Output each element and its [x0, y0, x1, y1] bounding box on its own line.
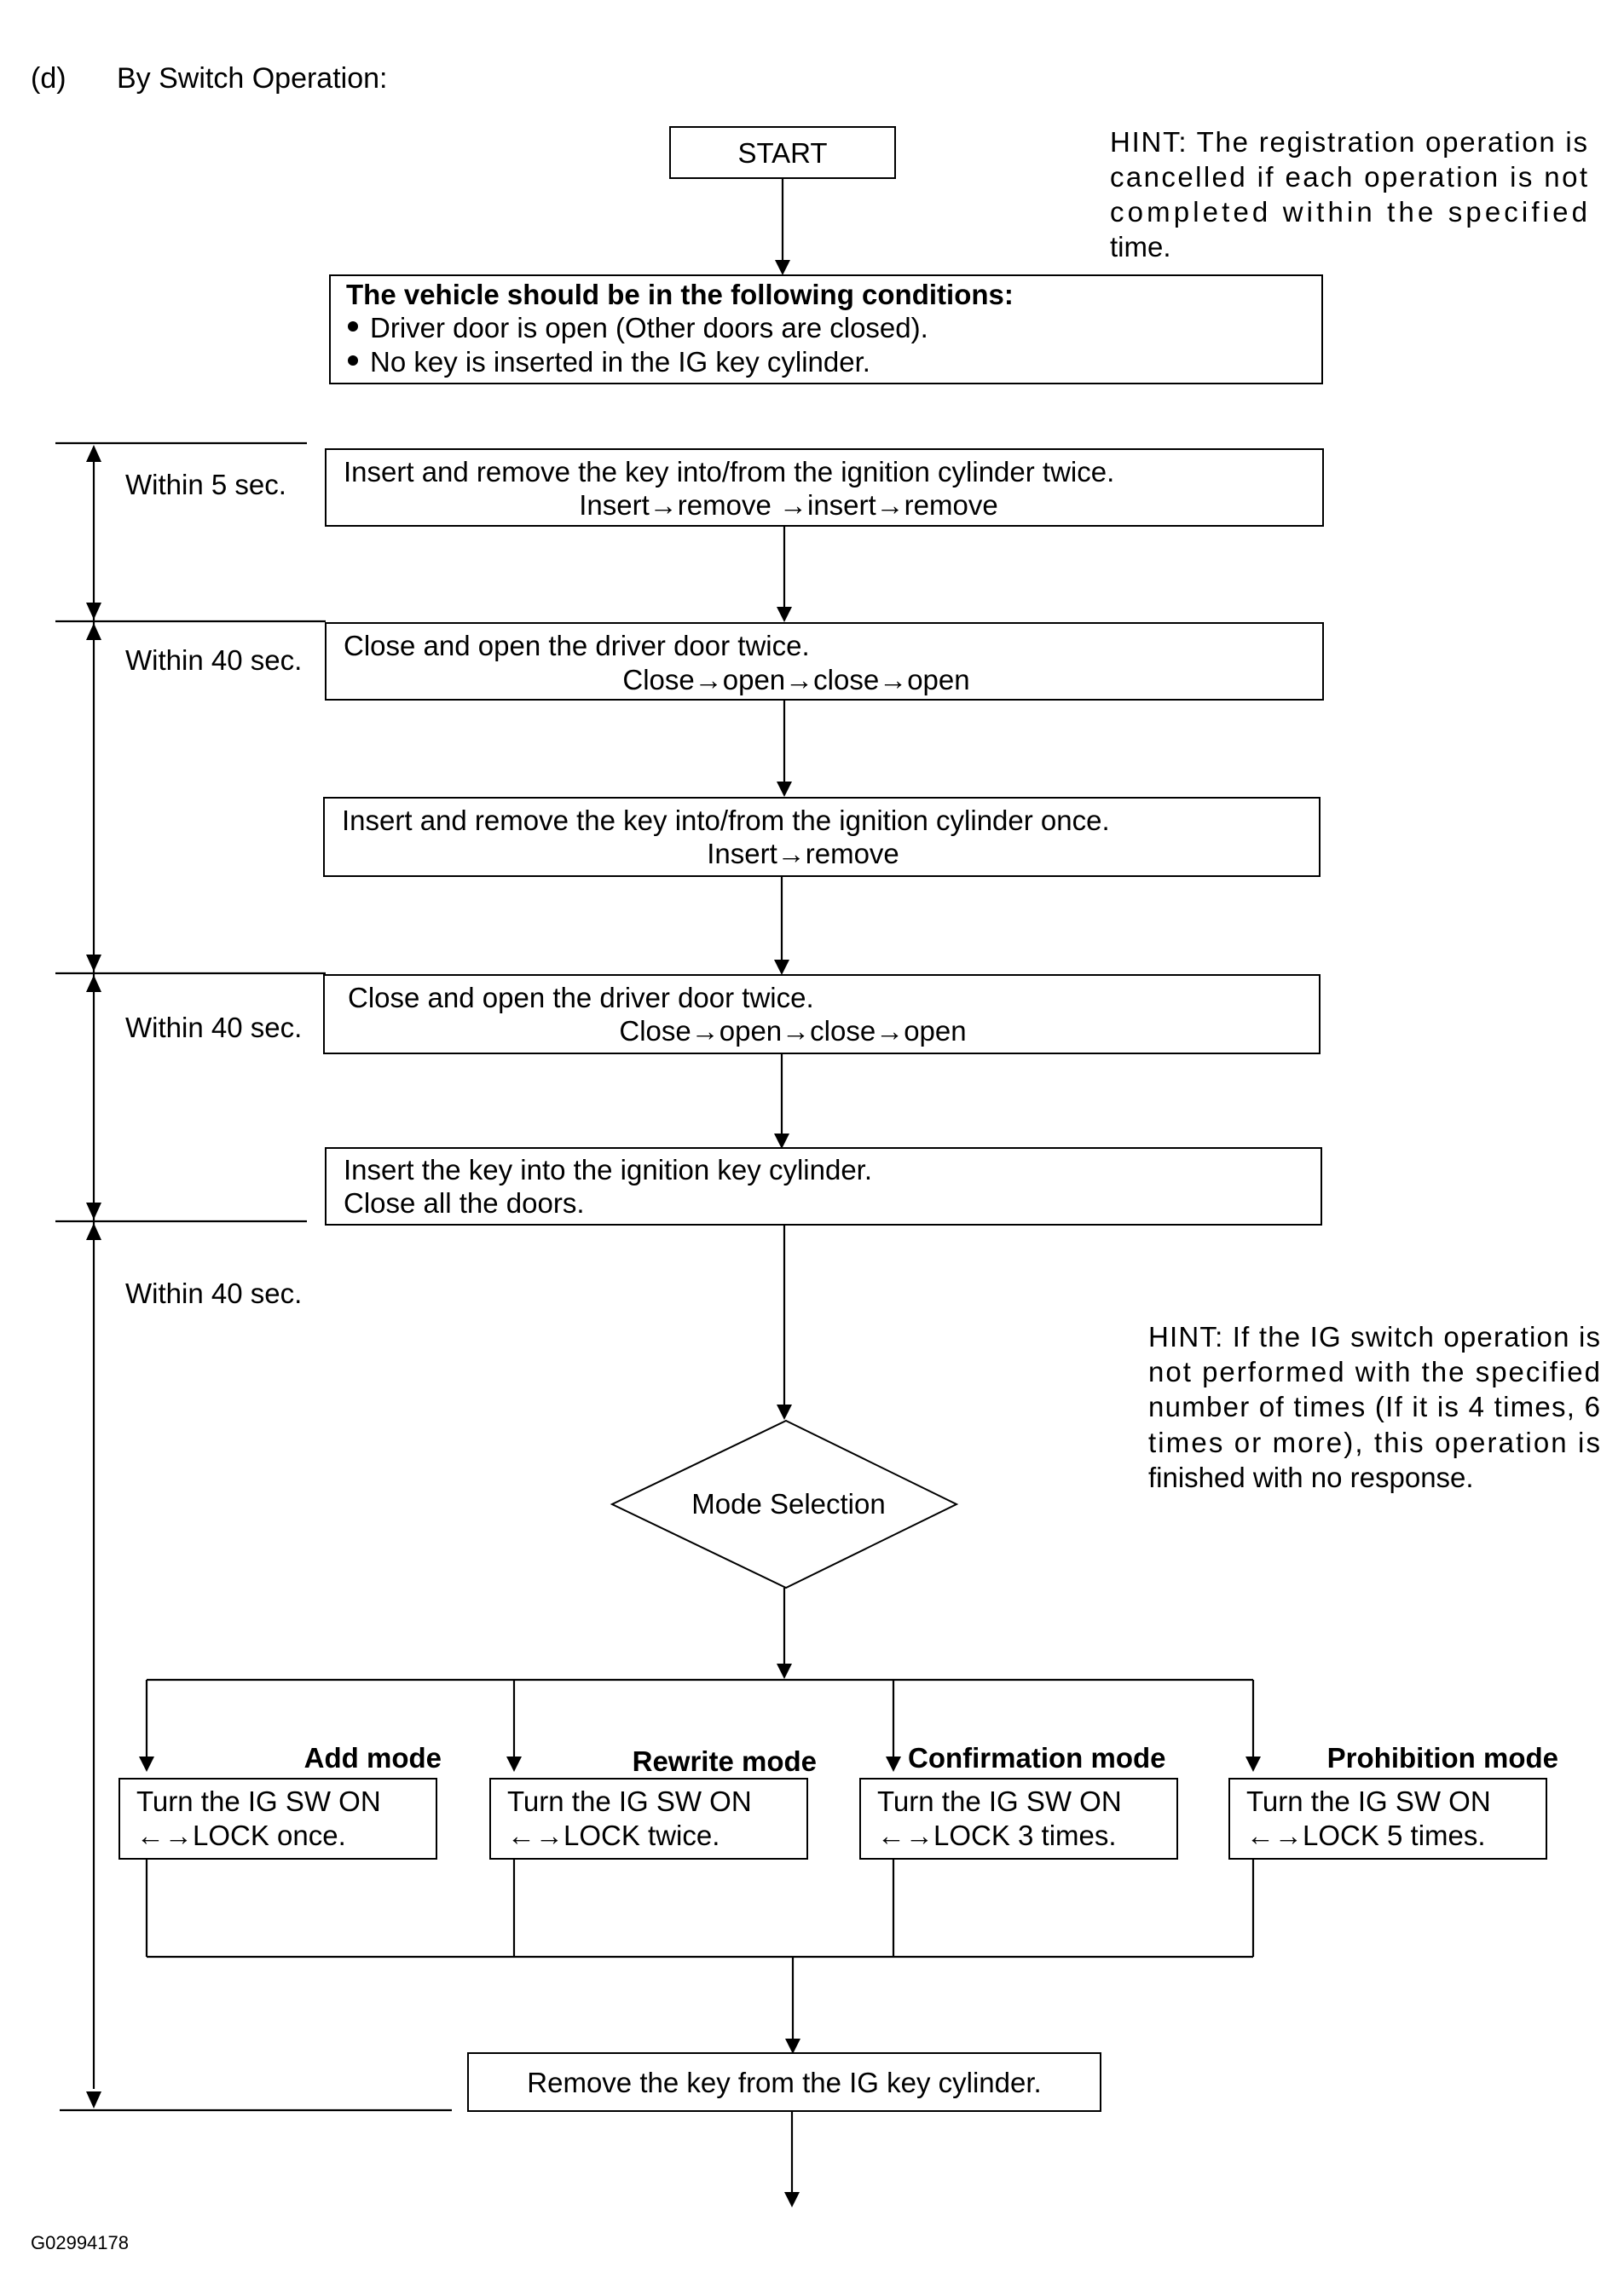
hint-line: not performed with the specified	[1148, 1356, 1600, 1387]
conditions-box: The vehicle should be in the following c…	[329, 274, 1323, 384]
step-insert-remove-once: Insert and remove the key into/from the …	[323, 797, 1321, 877]
mode-name: Confirmation mode	[908, 1742, 1166, 1774]
step-text: Close and open the driver door twice.	[348, 982, 814, 1013]
mode-text: Turn the IG SW ON	[1246, 1785, 1491, 1817]
step-text: Insert the key into the ignition key cyl…	[344, 1154, 872, 1185]
hint-line: finished with no response.	[1148, 1462, 1474, 1493]
mode-text: ←→LOCK twice.	[507, 1820, 720, 1851]
bullet-icon	[348, 355, 358, 366]
step-sequence: Insert→remove	[707, 838, 899, 869]
page-title: By Switch Operation:	[117, 62, 387, 95]
step-close-open-twice-1: Close and open the driver door twice. Cl…	[325, 622, 1324, 701]
decision-label: Mode Selection	[691, 1488, 885, 1520]
hint-line: number of times (If it is 4 times, 6	[1148, 1391, 1600, 1422]
step-text: Close and open the driver door twice.	[344, 630, 810, 661]
final-step-text: Remove the key from the IG key cylinder.	[527, 2067, 1041, 2098]
mode-text: Turn the IG SW ON	[507, 1785, 752, 1817]
mode-text: Turn the IG SW ON	[877, 1785, 1122, 1817]
step-sequence: Close→open→close→open	[622, 664, 969, 695]
section-label: (d)	[31, 62, 66, 95]
remove-key-step: Remove the key from the IG key cylinder.	[467, 2052, 1101, 2112]
hint-line: cancelled if each operation is not	[1110, 161, 1587, 193]
step-insert-remove-twice: Insert and remove the key into/from the …	[325, 448, 1324, 527]
step-close-open-twice-2: Close and open the driver door twice. Cl…	[323, 974, 1321, 1054]
confirmation-mode-branch: Confirmation mode Turn the IG SW ON ←→LO…	[859, 1742, 1178, 1860]
mode-text: Turn the IG SW ON	[136, 1785, 381, 1817]
hint-line: HINT: The registration operation is	[1110, 126, 1587, 158]
bullet-icon	[348, 321, 358, 332]
step-text: Insert and remove the key into/from the …	[342, 805, 1110, 836]
step-text: Insert and remove the key into/from the …	[344, 456, 1114, 487]
step-text: Close all the doors.	[344, 1187, 584, 1219]
mode-text: ←→LOCK once.	[136, 1820, 346, 1851]
hint-line: time.	[1110, 231, 1171, 262]
prohibition-mode-branch: Prohibition mode Turn the IG SW ON ←→LOC…	[1228, 1742, 1558, 1860]
figure-id: G02994178	[31, 2232, 129, 2253]
timing-label: Within 40 sec.	[125, 1012, 302, 1043]
condition-item: No key is inserted in the IG key cylinde…	[370, 346, 870, 378]
step-insert-key-close-doors: Insert the key into the ignition key cyl…	[325, 1147, 1322, 1226]
timing-label: Within 40 sec.	[125, 644, 302, 676]
hint-line: HINT: If the IG switch operation is	[1148, 1321, 1600, 1353]
mode-text: ←→LOCK 5 times.	[1246, 1820, 1486, 1851]
hint-line: times or more), this operation is	[1148, 1427, 1600, 1458]
add-mode-branch: Add mode Turn the IG SW ON ←→LOCK once.	[118, 1742, 442, 1860]
hint-line: completed within the specified	[1110, 196, 1587, 228]
start-node: START	[669, 126, 896, 179]
mode-name: Add mode	[304, 1742, 442, 1774]
registration-hint: HINT: The registration operation is canc…	[1110, 126, 1587, 262]
timing-label: Within 40 sec.	[125, 1278, 302, 1309]
start-label: START	[737, 137, 827, 169]
condition-item: Driver door is open (Other doors are clo…	[370, 312, 928, 343]
conditions-heading: The vehicle should be in the following c…	[346, 279, 1014, 310]
rewrite-mode-branch: Rewrite mode Turn the IG SW ON ←→LOCK tw…	[489, 1745, 817, 1860]
mode-name: Prohibition mode	[1327, 1742, 1558, 1774]
mode-name: Rewrite mode	[633, 1745, 817, 1777]
timing-label: Within 5 sec.	[125, 469, 286, 500]
ig-switch-hint: HINT: If the IG switch operation is not …	[1148, 1321, 1600, 1493]
timing-axis: Within 5 sec. Within 40 sec. Within 40 s…	[55, 441, 452, 2112]
step-sequence: Insert→remove →insert→remove	[579, 489, 997, 521]
mode-text: ←→LOCK 3 times.	[877, 1820, 1117, 1851]
mode-selection-decision: Mode Selection	[610, 1419, 959, 1589]
step-sequence: Close→open→close→open	[619, 1015, 966, 1047]
